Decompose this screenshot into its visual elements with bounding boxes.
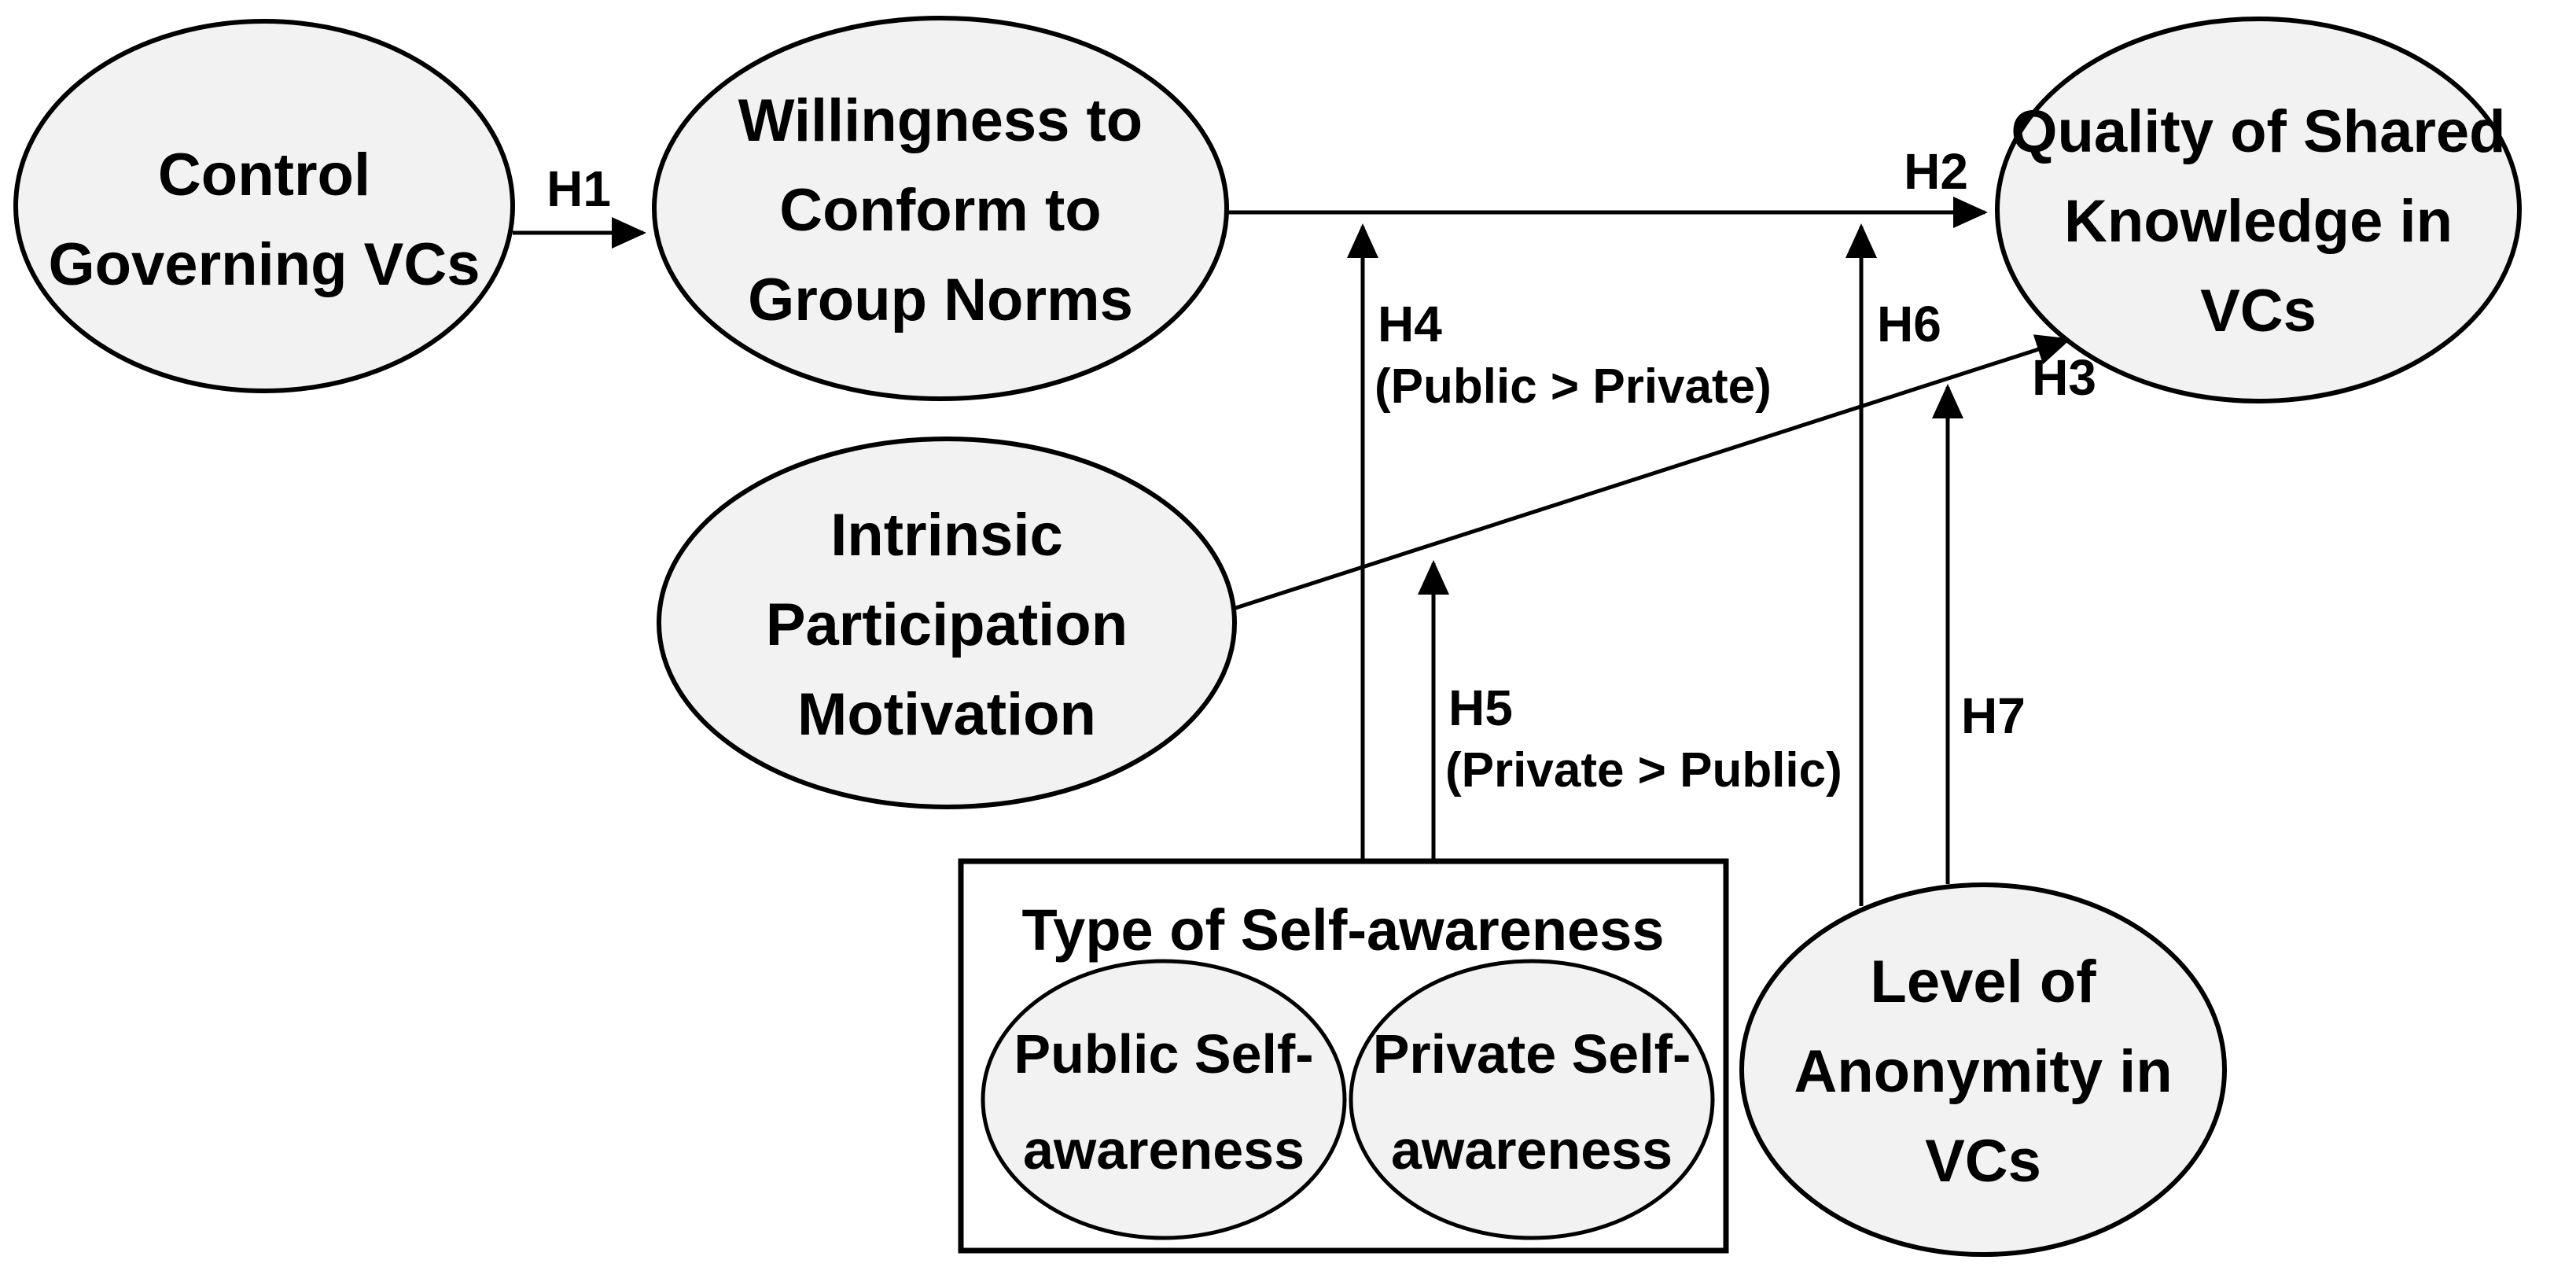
public-self-awareness-shape [981, 959, 1347, 1240]
willingness-conform-line3: Group Norms [748, 267, 1133, 333]
node-quality-shared-knowledge: Quality of Shared Knowledge in VCs [1995, 17, 2522, 403]
intrinsic-motivation-shape [657, 437, 1237, 809]
quality-shared-knowledge-line2: Knowledge in [2064, 188, 2453, 255]
edge-h6-label: H6 [1877, 296, 1941, 352]
self-awareness-group-box: Type of Self-awareness Public Self- awar… [958, 858, 1729, 1254]
public-self-awareness-line2: awareness [1023, 1119, 1305, 1181]
edge-h4-label: H4 [1378, 296, 1442, 352]
node-control-governing-vcs: Control Governing VCs [13, 19, 515, 393]
edge-h4-sublabel: (Public > Private) [1374, 359, 1772, 414]
node-private-self-awareness: Private Self- awareness [1349, 959, 1715, 1240]
level-of-anonymity-line2: Anonymity in [1794, 1038, 2172, 1105]
edge-h7-label: H7 [1961, 687, 2026, 744]
level-of-anonymity-line3: VCs [1925, 1128, 2041, 1195]
self-awareness-box-title: Type of Self-awareness [1021, 897, 1664, 963]
control-governing-vcs-line1: Control [158, 142, 370, 208]
control-governing-vcs-line2: Governing VCs [49, 231, 480, 298]
edge-h3-arrow [1227, 334, 2071, 613]
willingness-conform-shape [652, 16, 1229, 401]
node-intrinsic-motivation: Intrinsic Participation Motivation [657, 437, 1237, 809]
control-governing-vcs-shape [13, 19, 515, 393]
node-public-self-awareness: Public Self- awareness [981, 959, 1347, 1240]
private-self-awareness-line1: Private Self- [1373, 1023, 1691, 1085]
willingness-conform-line1: Willingness to [738, 87, 1143, 154]
edges: H1 H2 H3 H4 (Public > Private) H5 (Priva… [513, 143, 2096, 906]
level-of-anonymity-line1: Level of [1870, 949, 2096, 1015]
edge-h5-sublabel: (Private > Public) [1445, 743, 1842, 798]
quality-shared-knowledge-line3: VCs [2200, 278, 2317, 344]
intrinsic-motivation-line1: Intrinsic [830, 502, 1063, 569]
edge-h5-label: H5 [1448, 680, 1513, 736]
willingness-conform-line2: Conform to [779, 177, 1101, 244]
edge-h3-label: H3 [2032, 349, 2096, 406]
node-level-of-anonymity: Level of Anonymity in VCs [1739, 882, 2227, 1257]
node-willingness-conform: Willingness to Conform to Group Norms [652, 16, 1229, 401]
intrinsic-motivation-line3: Motivation [797, 681, 1096, 748]
private-self-awareness-line2: awareness [1391, 1119, 1673, 1181]
edge-h1-label: H1 [546, 160, 611, 217]
public-self-awareness-line1: Public Self- [1014, 1023, 1313, 1085]
level-of-anonymity-shape [1739, 882, 2227, 1257]
edge-h2-label: H2 [1904, 143, 1968, 200]
intrinsic-motivation-line2: Participation [766, 591, 1128, 658]
quality-shared-knowledge-shape [1995, 17, 2522, 403]
private-self-awareness-shape [1349, 959, 1715, 1240]
quality-shared-knowledge-line1: Quality of Shared [2011, 98, 2505, 165]
